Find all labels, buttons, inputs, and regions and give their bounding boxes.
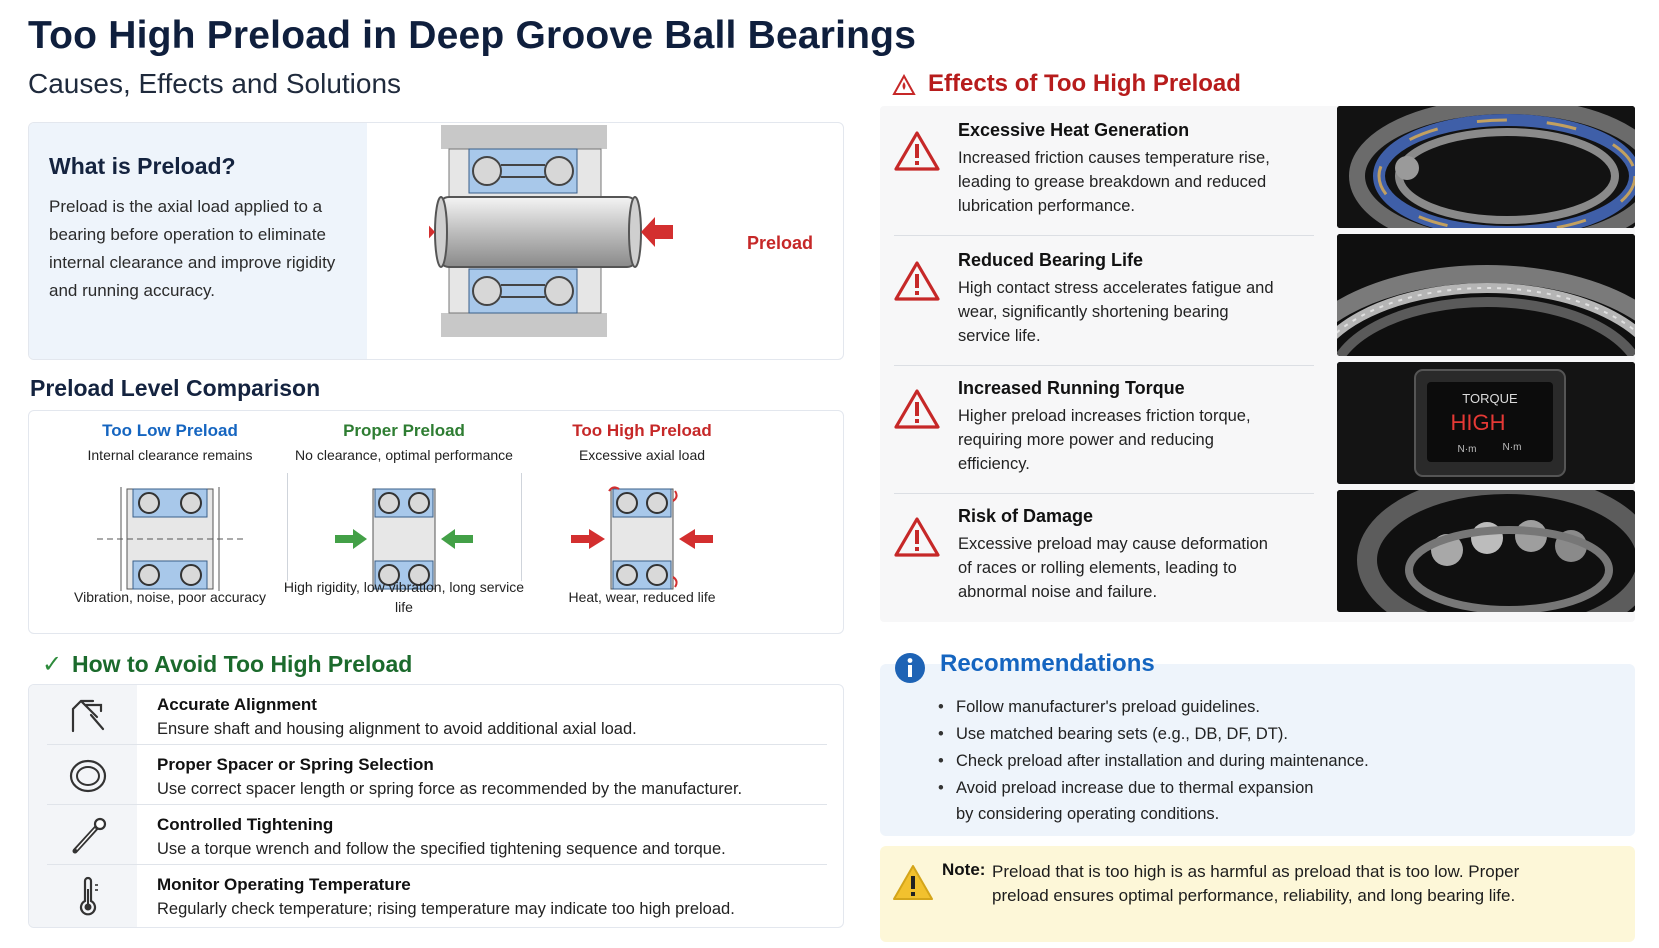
avoid-item-desc: Regularly check temperature; rising temp…: [157, 900, 735, 918]
info-icon: [895, 653, 925, 683]
effect-desc: Excessive preload may cause deformation …: [958, 535, 1268, 601]
worn-bearing-race-photo: [1337, 234, 1635, 356]
recommendation-item: Follow manufacturer's preload guidelines…: [938, 694, 1369, 721]
divider: [47, 804, 827, 805]
what-is-preload-card: What is Preload? Preload is the axial lo…: [28, 122, 844, 360]
what-is-preload-text: Preload is the axial load applied to a b…: [49, 197, 336, 300]
avoid-item: Proper Spacer or Spring Selection Use co…: [29, 745, 843, 805]
effect-title: Risk of Damage: [958, 506, 1094, 526]
effect-desc: High contact stress accelerates fatigue …: [958, 279, 1274, 345]
effect-title: Excessive Heat Generation: [958, 120, 1190, 140]
effect-item: Excessive Heat Generation Increased fric…: [880, 106, 1635, 236]
effect-title: Reduced Bearing Life: [958, 250, 1144, 270]
bearing-cross-section-diagram: [429, 125, 673, 337]
overheated-bearing-photo: [1337, 106, 1635, 228]
note-card: Note: Preload that is too high is as har…: [880, 846, 1635, 942]
note-label: Note:: [942, 860, 986, 879]
recommendations-list: Follow manufacturer's preload guidelines…: [938, 694, 1369, 826]
avoid-item-desc: Use a torque wrench and follow the speci…: [157, 840, 726, 858]
torque-unit-left: N·m: [1458, 444, 1477, 455]
effect-item: Risk of Damage Excessive preload may cau…: [880, 492, 1635, 622]
torque-display-photo: TORQUE HIGH N·m N·m: [1337, 362, 1635, 484]
effect-item: Increased Running Torque Higher preload …: [880, 364, 1635, 494]
effect-title: Increased Running Torque: [958, 378, 1185, 398]
torque-unit-right: N·m: [1503, 442, 1522, 453]
thermometer-icon: [79, 876, 98, 916]
spacer-ring-icon: [69, 759, 107, 793]
warning-icon: [894, 517, 940, 557]
bearing-too-low-preload-icon: [97, 487, 243, 591]
comparison-proper: Proper Preload No clearance, optimal per…: [279, 421, 529, 615]
comparison-too-high: Too High Preload Excessive axial load He…: [517, 421, 767, 605]
comparison-footer: High rigidity, low vibration, long servi…: [283, 579, 525, 615]
comparison-subtitle: Internal clearance remains: [87, 447, 253, 463]
avoid-item-desc: Ensure shaft and housing alignment to av…: [157, 720, 637, 738]
effect-desc: Increased friction causes temperature ri…: [958, 149, 1270, 215]
page-subtitle: Causes, Effects and Solutions: [28, 68, 402, 99]
torque-value: HIGH: [1451, 410, 1506, 435]
effects-heading: Effects of Too High Preload: [892, 70, 1241, 98]
caution-icon: [893, 865, 933, 900]
effects-card: Excessive Heat Generation Increased fric…: [880, 106, 1635, 622]
comparison-title: Proper Preload: [343, 421, 465, 440]
torque-label: TORQUE: [1462, 391, 1518, 406]
alignment-icon: [71, 699, 105, 733]
avoid-heading: ✓How to Avoid Too High Preload: [42, 651, 413, 678]
avoid-item-title: Monitor Operating Temperature: [157, 875, 411, 894]
recommendations-heading: Recommendations: [894, 650, 1155, 683]
recommendation-item: Check preload after installation and dur…: [938, 748, 1369, 775]
torque-wrench-icon: [72, 817, 107, 854]
effect-item: Reduced Bearing Life High contact stress…: [880, 236, 1635, 366]
comparison-divider: [521, 473, 522, 581]
comparison-heading: Preload Level Comparison: [30, 375, 321, 401]
comparison-footer: Heat, wear, reduced life: [568, 589, 716, 605]
note-text: Preload that is too high is as harmful a…: [992, 862, 1520, 905]
comparison-subtitle: Excessive axial load: [578, 447, 706, 463]
comparison-too-low: Too Low Preload Internal clearance remai…: [45, 421, 295, 605]
avoid-item-title: Proper Spacer or Spring Selection: [157, 755, 434, 774]
divider: [47, 864, 827, 865]
what-is-preload-panel: [29, 123, 367, 359]
avoid-item: Controlled Tightening Use a torque wrenc…: [29, 805, 843, 865]
warning-icon: [894, 389, 940, 429]
divider: [47, 744, 827, 745]
divider: [894, 365, 1314, 366]
warning-icon: [894, 261, 940, 301]
avoid-item-desc: Use correct spacer length or spring forc…: [157, 780, 743, 798]
recommendation-item-continuation: by considering operating conditions.: [956, 805, 1220, 823]
comparison-footer: Vibration, noise, poor accuracy: [74, 589, 266, 605]
preload-diagram-label: Preload: [747, 233, 814, 253]
recommendation-item: Use matched bearing sets (e.g., DB, DF, …: [938, 721, 1369, 748]
comparison-subtitle: No clearance, optimal performance: [295, 447, 513, 463]
avoid-icon-column: [29, 685, 137, 927]
recommendation-item: Avoid preload increase due to thermal ex…: [938, 775, 1369, 802]
divider: [894, 235, 1314, 236]
hot-bearing-icon: [892, 74, 916, 95]
avoid-item-title: Accurate Alignment: [157, 695, 317, 714]
avoid-item: Accurate Alignment Ensure shaft and hous…: [29, 685, 843, 745]
checkmark-icon: ✓: [42, 651, 63, 678]
divider: [894, 493, 1314, 494]
damaged-bearing-photo: [1337, 490, 1635, 612]
comparison-card: Too Low Preload Internal clearance remai…: [28, 410, 844, 634]
bearing-too-high-preload-icon: [571, 486, 713, 590]
avoid-item-title: Controlled Tightening: [157, 815, 334, 834]
avoid-item: Monitor Operating Temperature Regularly …: [29, 865, 843, 925]
comparison-title: Too Low Preload: [102, 421, 238, 440]
comparison-title: Too High Preload: [572, 421, 712, 440]
page-title: Too High Preload in Deep Groove Ball Bea…: [28, 14, 917, 57]
avoid-card: Accurate Alignment Ensure shaft and hous…: [28, 684, 844, 928]
effect-desc: Higher preload increases friction torque…: [958, 407, 1251, 473]
what-is-preload-heading: What is Preload?: [49, 153, 236, 179]
comparison-divider: [287, 473, 288, 581]
warning-icon: [894, 131, 940, 171]
bearing-proper-preload-icon: [335, 488, 473, 590]
